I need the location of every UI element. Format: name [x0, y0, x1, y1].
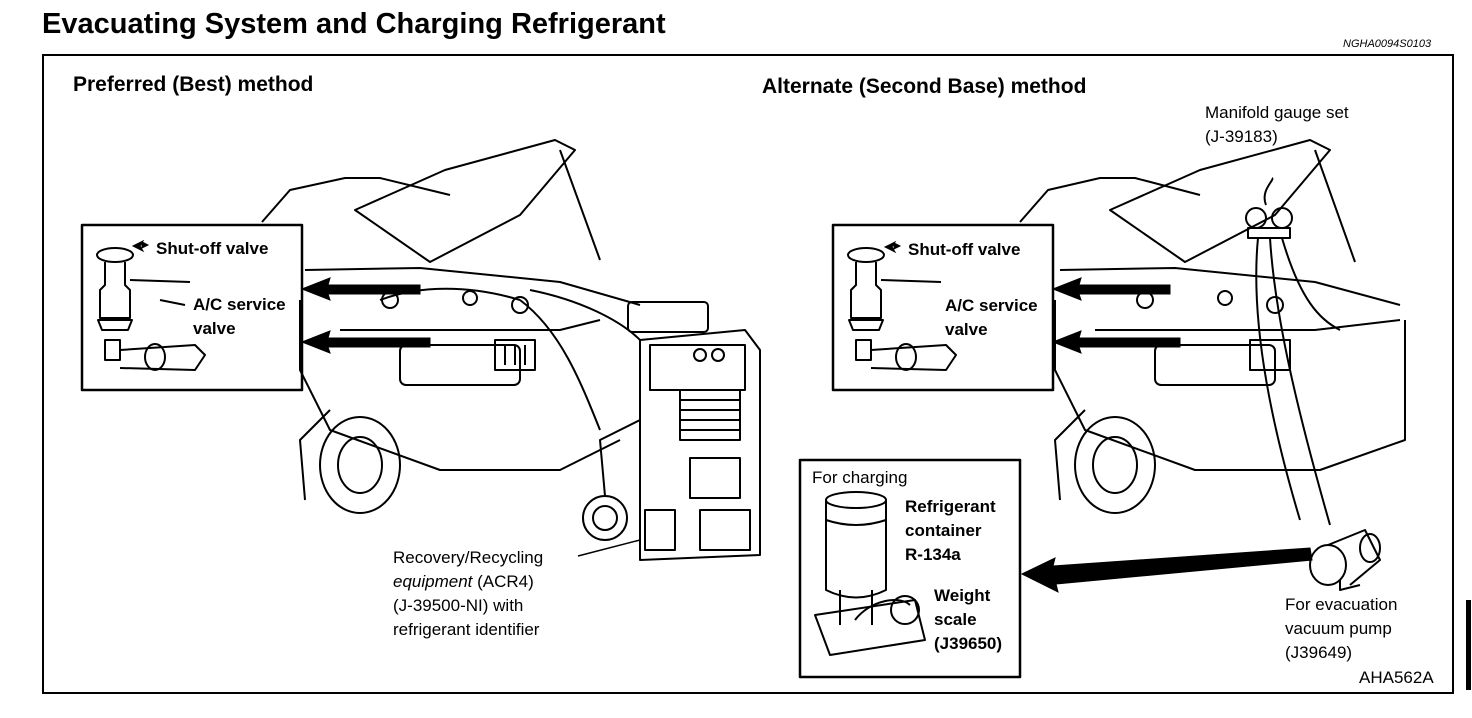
manifold-label-line2: (J-39183)	[1205, 127, 1278, 146]
container-label-line2: container	[905, 521, 982, 540]
equipment-label-line4: refrigerant identifier	[393, 620, 540, 639]
page-title: Evacuating System and Charging Refrigera…	[42, 8, 666, 40]
scale-label-line1: Weight	[934, 586, 991, 605]
right-service-valve-label-2: valve	[945, 320, 988, 339]
left-service-valve-label-2: valve	[193, 319, 236, 338]
equipment-label-line2: equipment (ACR4)	[393, 570, 534, 594]
arrow-left-service	[300, 330, 431, 354]
recovery-machine-drawing	[519, 289, 761, 561]
right-valve-inset	[831, 223, 1055, 392]
figure-code: AHA562A	[1359, 668, 1434, 687]
container-label-line3: R-134a	[905, 545, 961, 564]
right-shutoff-valve-label: Shut-off valve	[908, 240, 1021, 259]
for-charging-title: For charging	[812, 468, 908, 487]
arrow-right-service	[1051, 330, 1181, 354]
container-label-line1: Refrigerant	[905, 497, 996, 516]
manifold-gauge-drawing	[1245, 177, 1341, 526]
vacuum-pump-drawing	[1309, 529, 1381, 591]
document-code: NGHA0094S0103	[1343, 38, 1432, 50]
alternate-method-heading: Alternate (Second Base) method	[762, 75, 1087, 98]
turn-arrow-icon-right	[883, 240, 902, 254]
evacuation-label-line1: For evacuation	[1285, 595, 1398, 614]
left-service-valve-label-1: A/C service	[193, 295, 286, 314]
scale-label-line2: scale	[934, 610, 977, 629]
scale-label-line3: (J39650)	[934, 634, 1003, 653]
arrow-pump-to-charging	[1020, 547, 1313, 593]
right-service-valve-label-1: A/C service	[945, 296, 1038, 315]
vehicle-right-drawing	[1019, 139, 1406, 514]
equipment-label-line3: (J-39500-NI) with	[393, 596, 524, 615]
arrow-left-shutoff	[300, 277, 421, 301]
equipment-label-model: (ACR4)	[472, 572, 534, 591]
equipment-label-italic: equipment	[393, 572, 473, 591]
left-shutoff-valve-label: Shut-off valve	[156, 239, 269, 258]
left-valve-inset	[80, 223, 304, 392]
figure-frame	[42, 54, 1454, 694]
equipment-label-line1: Recovery/Recycling	[393, 548, 544, 567]
charging-inset	[798, 458, 1022, 679]
edge-marker	[1466, 600, 1471, 690]
arrow-right-shutoff	[1051, 277, 1171, 301]
evacuation-label-line2: vacuum pump	[1285, 619, 1392, 638]
preferred-method-heading: Preferred (Best) method	[73, 73, 314, 96]
turn-arrow-icon-left	[131, 239, 150, 253]
manifold-label-line1: Manifold gauge set	[1205, 103, 1349, 122]
evacuation-label-line3: (J39649)	[1285, 643, 1353, 662]
vehicle-left-drawing	[261, 139, 641, 514]
equipment-leader-line	[577, 539, 641, 557]
